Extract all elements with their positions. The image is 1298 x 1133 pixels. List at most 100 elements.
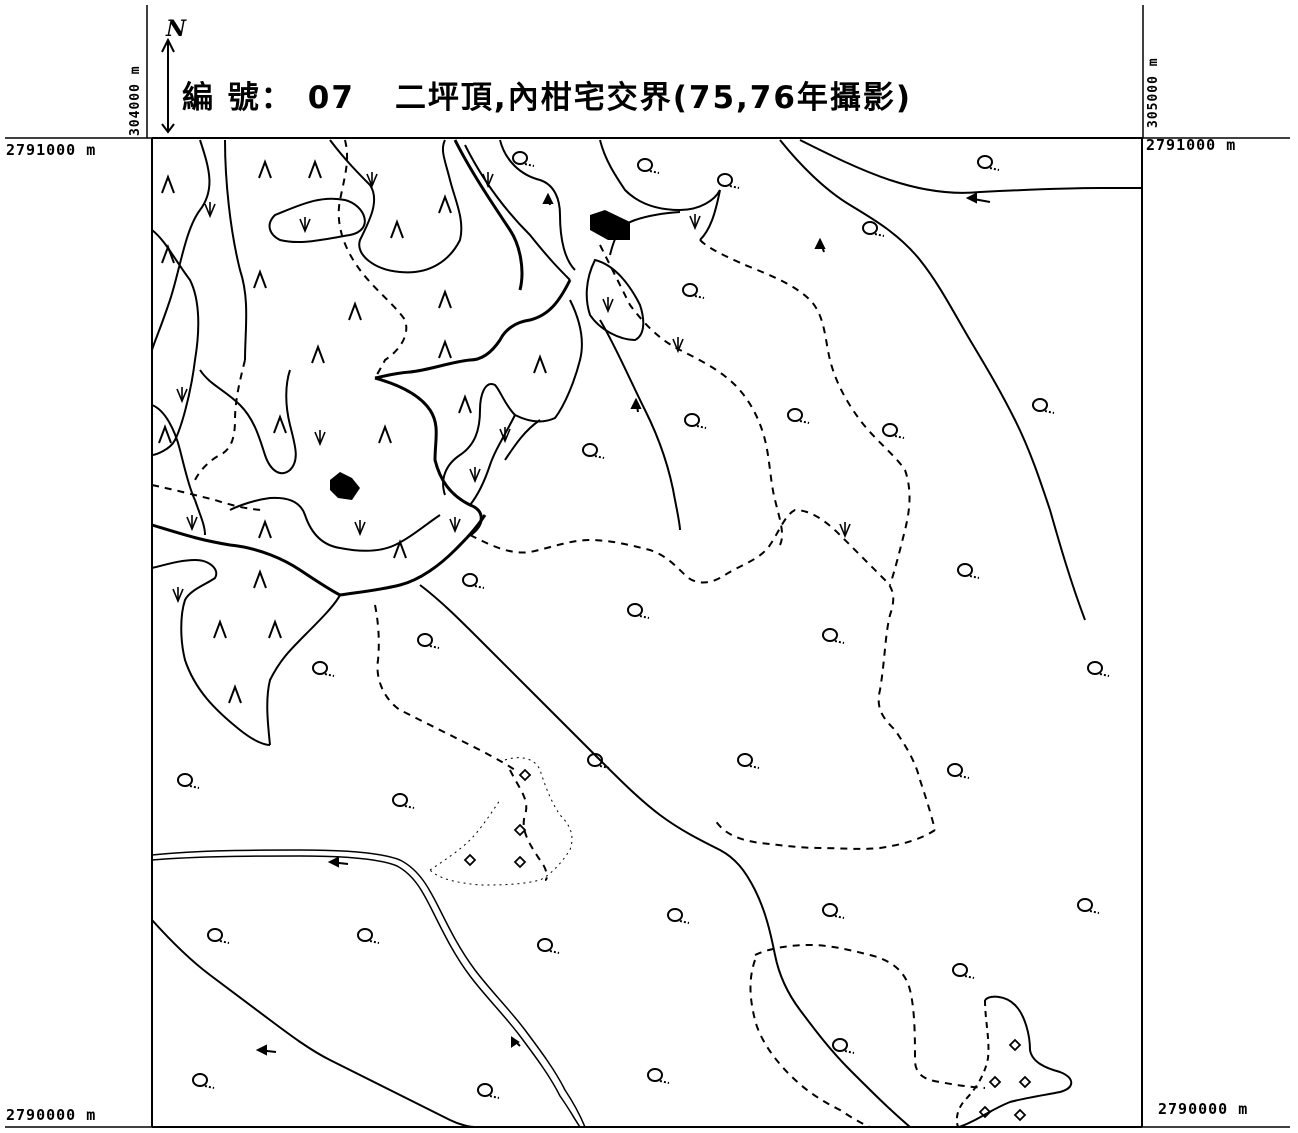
grass-icon <box>458 394 472 414</box>
grass-icon <box>311 344 325 364</box>
grass-icon <box>438 194 452 214</box>
grass-icon <box>268 619 282 639</box>
paddy-icon <box>449 517 461 534</box>
paddy-icon <box>314 430 326 447</box>
paddy-icon <box>172 587 184 604</box>
paddy-icon <box>469 467 481 484</box>
diamond-icon <box>978 1105 992 1119</box>
grass-icon <box>308 159 322 179</box>
tree-icon <box>787 408 810 424</box>
tree-icon <box>392 793 415 809</box>
tree-icon <box>684 413 707 429</box>
grass-symbols <box>158 159 547 704</box>
grass-icon <box>390 219 404 239</box>
grass-icon <box>253 269 267 289</box>
grass-icon <box>158 424 172 444</box>
north-arrow-label: N <box>166 16 187 42</box>
grass-icon <box>438 289 452 309</box>
diamond-icon <box>463 853 477 867</box>
diamond-symbols <box>463 768 1032 1122</box>
grass-icon <box>228 684 242 704</box>
grass-icon <box>273 414 287 434</box>
north-arrow-icon <box>161 37 175 134</box>
tree-icon <box>832 1038 855 1054</box>
diamond-icon <box>1018 1075 1032 1089</box>
paddy-icon <box>299 217 311 234</box>
tree-icon <box>822 903 845 919</box>
coord-bottom-left: 2790000 m <box>6 1106 97 1124</box>
grass-icon <box>393 539 407 559</box>
tree-symbols <box>177 151 1110 1099</box>
paddy-symbols <box>172 172 851 604</box>
tree-icon <box>357 928 380 944</box>
land-use-boundaries <box>151 139 1142 1128</box>
grass-icon <box>161 244 175 264</box>
dashed-boundaries <box>151 139 986 1128</box>
grass-icon <box>253 569 267 589</box>
paddy-icon <box>672 337 684 354</box>
diamond-icon <box>988 1075 1002 1089</box>
tree-icon <box>1087 661 1110 677</box>
title-place: 二坪頂,內柑宅交界(75,76年攝影) <box>394 80 913 116</box>
title-number: 07 <box>307 80 355 116</box>
dotted-boundaries <box>429 757 573 886</box>
coord-top-right: 2791000 m <box>1146 136 1237 154</box>
grass-icon <box>258 519 272 539</box>
tree-icon <box>312 661 335 677</box>
grass-icon <box>161 174 175 194</box>
tree-icon <box>947 763 970 779</box>
enclave-bottom-right <box>955 995 1073 1128</box>
tree-icon <box>627 603 650 619</box>
tree-icon <box>882 423 905 439</box>
tree-icon <box>957 563 980 579</box>
tree-icon <box>477 1083 500 1099</box>
diamond-icon <box>513 823 527 837</box>
paddy-icon <box>602 297 614 314</box>
tree-icon <box>647 1068 670 1084</box>
paddy-icon <box>499 427 511 444</box>
grass-icon <box>258 159 272 179</box>
grass-icon <box>213 619 227 639</box>
tree-icon <box>667 908 690 924</box>
map-frame <box>5 5 1290 1128</box>
coord-bottom-right: 2790000 m <box>1158 1100 1249 1118</box>
tree-icon <box>192 1073 215 1089</box>
road-double-line <box>151 849 586 1128</box>
tree-icon <box>862 221 885 237</box>
title-label: 編 號： <box>182 80 294 116</box>
paddy-icon <box>366 172 378 189</box>
tree-icon <box>537 938 560 954</box>
paddy-icon <box>354 520 366 537</box>
diamond-icon <box>1008 1038 1022 1052</box>
building-symbols <box>330 210 630 500</box>
tree-icon <box>1077 898 1100 914</box>
tree-icon <box>512 151 535 167</box>
tree-icon <box>977 155 1000 171</box>
diamond-icon <box>518 768 532 782</box>
tree-icon <box>587 753 610 769</box>
coord-right-easting: 305000 m <box>1146 57 1161 128</box>
paddy-icon <box>839 522 851 539</box>
paddy-icon <box>482 172 494 189</box>
diamond-icon <box>1013 1108 1027 1122</box>
tree-icon <box>717 173 740 189</box>
tree-icon <box>177 773 200 789</box>
grass-icon <box>378 424 392 444</box>
tree-icon <box>952 963 975 979</box>
paddy-icon <box>204 202 216 219</box>
flow-arrows <box>255 192 991 1056</box>
tree-icon <box>417 633 440 649</box>
coord-top-left: 2791000 m <box>6 141 97 159</box>
map-title: 編 號： 07 二坪頂,內柑宅交界(75,76年攝影) <box>182 72 926 117</box>
grass-icon <box>348 301 362 321</box>
tree-icon <box>822 628 845 644</box>
grass-icon <box>438 339 452 359</box>
tree-icon <box>737 753 760 769</box>
tree-icon <box>682 283 705 299</box>
tree-icon <box>637 158 660 174</box>
paddy-icon <box>176 387 188 404</box>
grass-icon <box>533 354 547 374</box>
tree-icon <box>462 573 485 589</box>
tree-icon <box>1032 398 1055 414</box>
